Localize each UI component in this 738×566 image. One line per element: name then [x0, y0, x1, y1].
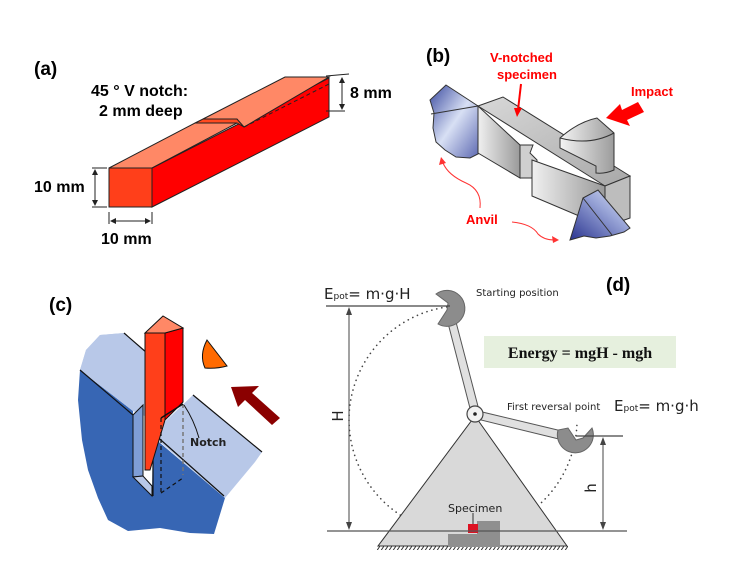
height-H-label: H [329, 410, 347, 421]
first-reversal-label: First reversal point [507, 402, 600, 413]
specimen-pointer-head [514, 108, 522, 117]
arrowhead [92, 200, 98, 206]
epot-rhs: = m·g·h [638, 397, 699, 415]
striker [559, 117, 615, 174]
anvil-c-dark [78, 370, 225, 534]
specimen-top-face-right [202, 76, 331, 128]
anvil-edge [123, 332, 148, 354]
arrowhead [339, 77, 345, 83]
support-block [477, 521, 500, 547]
panel-d: (d) Specimen H h [324, 275, 699, 550]
panel-c: (c) Notch [49, 295, 280, 534]
hammer-start [435, 289, 466, 327]
epot-E: E [614, 397, 623, 415]
panel-b: (b) V-notched specimen Impact Anvil [426, 46, 674, 243]
anvil-right [569, 189, 631, 241]
epot-start-formula: Epot= m·g·H [324, 285, 411, 303]
anvil-left-edge [430, 105, 479, 115]
specimen-marker [468, 524, 478, 533]
specimen-front-face [108, 167, 153, 208]
dim-8mm-label: 8 mm [350, 85, 392, 102]
dim-height-label: 10 mm [34, 179, 85, 196]
anvil-right-edge [582, 197, 613, 236]
notch-edge [160, 403, 184, 419]
striker-edge [559, 132, 615, 142]
anvil-c-top-left-face [80, 333, 147, 417]
panel-a-label: (a) [34, 59, 57, 80]
notch-note-line1: 45 ° V notch: [91, 83, 188, 100]
specimen-c-top [143, 315, 185, 334]
pivot-center [473, 412, 477, 416]
impact-arrow [606, 102, 644, 126]
specimen-label-line1: V-notched [490, 50, 553, 65]
epot-sub: pot [333, 292, 348, 302]
height-h-label: h [582, 483, 600, 493]
specimen-label-line2: specimen [497, 67, 557, 82]
impact-label: Impact [631, 84, 674, 99]
pendulum-arm-start [447, 321, 481, 417]
specimen-label: Specimen [448, 502, 502, 515]
panel-c-label: (c) [49, 295, 72, 316]
impact-arrow-c [231, 386, 280, 425]
anvil-pointer-right [511, 221, 555, 241]
panel-a: (a) 8 mm 45 ° V notch: 2 mm deep 10 mm [34, 59, 392, 248]
arrowhead [92, 169, 98, 175]
epot-end-formula: Epot= m·g·h [614, 397, 699, 415]
hidden-edge [160, 477, 184, 494]
svg-text:Epot= m·g·H: Epot= m·g·H [324, 285, 411, 303]
arrowhead [600, 437, 606, 445]
arrowhead [600, 522, 606, 530]
dim-width-label: 10 mm [101, 231, 152, 248]
arrowhead [346, 307, 352, 315]
epot-E: E [324, 285, 333, 303]
anvil-pointer-head [552, 236, 559, 243]
arrowhead [339, 104, 345, 110]
panel-d-label: (d) [606, 275, 630, 296]
arrowhead [145, 218, 151, 224]
svg-text:Epot= m·g·h: Epot= m·g·h [614, 397, 699, 415]
epot-sub: pot [623, 404, 638, 414]
energy-formula: Energy = mgH - mgh [508, 345, 652, 362]
epot-rhs: = m·g·H [348, 285, 410, 303]
notch-label: Notch [190, 436, 226, 449]
arrowhead [110, 218, 116, 224]
arrowhead [346, 522, 352, 530]
energy-formula-box [484, 336, 676, 368]
anvil-left [429, 84, 481, 159]
panel-b-label: (b) [426, 46, 450, 67]
pendulum-arm-end [477, 410, 567, 441]
specimen-pointer [517, 83, 522, 111]
swing-arc [348, 305, 578, 535]
anvil-c-slot [132, 403, 144, 478]
dim-8mm-ext-top [325, 73, 350, 77]
starting-position-label: Starting position [476, 288, 559, 299]
notch-depth-dash [243, 83, 330, 128]
notch-note-line2: 2 mm deep [99, 103, 183, 120]
ground-hatch [377, 546, 569, 550]
anvil-pointer-left [442, 162, 481, 209]
anvil-c-slot-floor [131, 475, 153, 498]
anvil-c-top-right [153, 395, 262, 498]
anvil-edge [79, 369, 134, 416]
anvil-label: Anvil [466, 212, 498, 227]
hammer-end [556, 427, 594, 454]
notch-pointer [183, 404, 200, 439]
anvil-edge [192, 394, 263, 453]
anvil-edge [152, 432, 225, 497]
striker-c [201, 339, 228, 369]
anvil-pointer-head [439, 157, 446, 165]
